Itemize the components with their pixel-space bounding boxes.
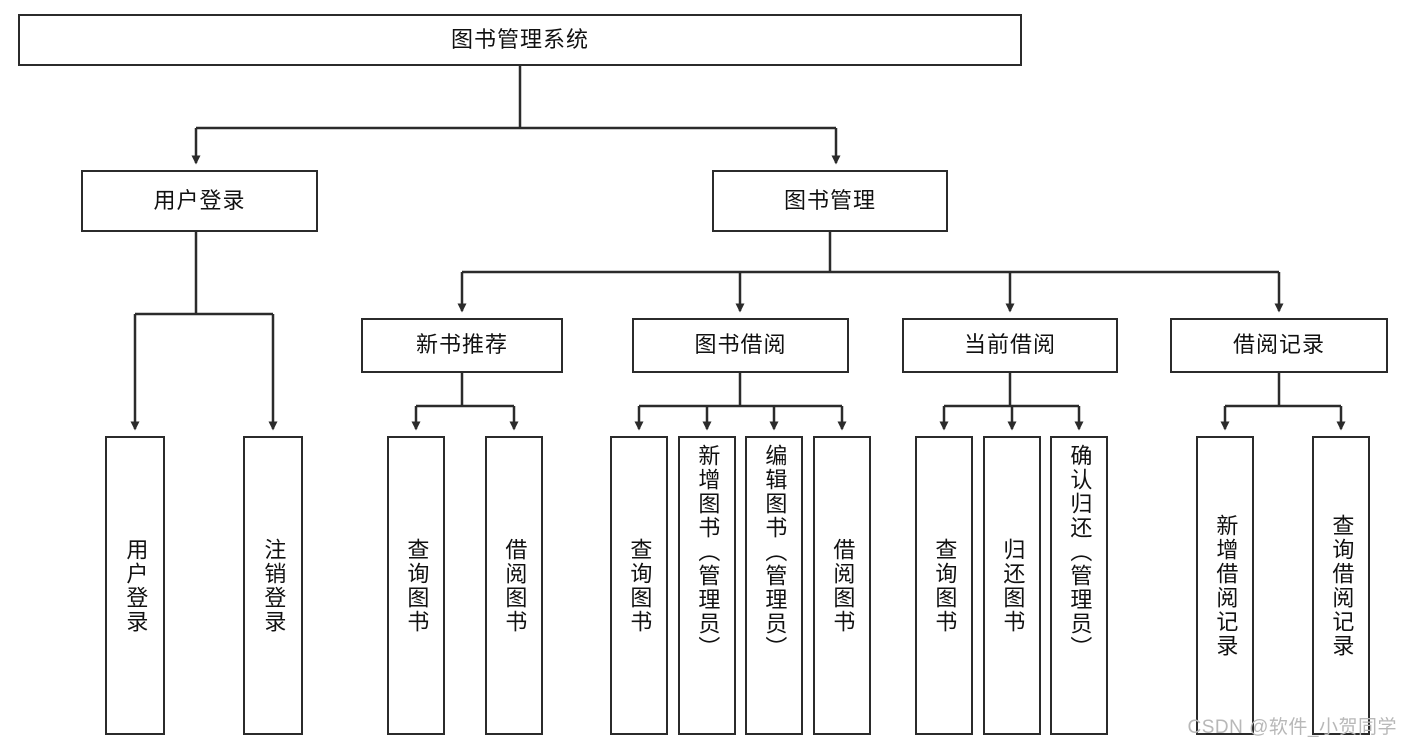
node-root[interactable]: 图书管理系统 [18, 14, 1022, 66]
node-leaf-borrow-book-2-label: 借阅图书 [830, 537, 856, 634]
connector-borrow-records-to-leaves [1220, 373, 1346, 431]
node-leaf-query-book-1[interactable]: 查询图书 [387, 436, 445, 735]
connector-book-management-to-level3 [457, 232, 1284, 313]
connector-current-borrow-to-leaves [939, 373, 1084, 431]
node-leaf-add-record[interactable]: 新增借阅记录 [1196, 436, 1254, 735]
node-new-book-recommend[interactable]: 新书推荐 [361, 318, 563, 373]
node-borrow-records-label: 借阅记录 [1232, 332, 1325, 358]
node-leaf-borrow-book-1-label: 借阅图书 [502, 537, 528, 634]
node-current-borrow[interactable]: 当前借阅 [902, 318, 1118, 373]
node-current-borrow-label: 当前借阅 [963, 332, 1056, 358]
node-leaf-user-logout[interactable]: 注销登录 [243, 436, 303, 735]
node-leaf-borrow-book-2[interactable]: 借阅图书 [813, 436, 871, 735]
node-leaf-edit-book[interactable]: 编辑图书（管理员） [745, 436, 803, 735]
node-user-login[interactable]: 用户登录 [81, 170, 318, 232]
node-leaf-query-book-3-label: 查询图书 [932, 537, 958, 634]
connector-user-login-to-leaves [130, 232, 278, 431]
node-leaf-return-book-label: 归还图书 [1000, 537, 1026, 634]
node-leaf-query-book-1-label: 查询图书 [404, 537, 430, 634]
node-leaf-return-book[interactable]: 归还图书 [983, 436, 1041, 735]
node-leaf-add-book[interactable]: 新增图书（管理员） [678, 436, 736, 735]
node-leaf-query-book-3[interactable]: 查询图书 [915, 436, 973, 735]
node-leaf-query-book-2[interactable]: 查询图书 [610, 436, 668, 735]
connector-root-to-level2 [191, 66, 841, 165]
node-leaf-add-record-label: 新增借阅记录 [1213, 513, 1239, 658]
node-new-book-recommend-label: 新书推荐 [415, 332, 508, 358]
connector-book-borrow-to-leaves [634, 373, 847, 431]
node-leaf-user-logout-label: 注销登录 [261, 537, 287, 634]
node-book-borrow-label: 图书借阅 [694, 332, 787, 358]
node-book-management[interactable]: 图书管理 [712, 170, 948, 232]
node-borrow-records[interactable]: 借阅记录 [1170, 318, 1388, 373]
node-leaf-confirm-return-label: 确认归还（管理员） [1067, 444, 1093, 660]
node-leaf-add-book-label: 新增图书（管理员） [695, 444, 721, 660]
node-book-management-label: 图书管理 [783, 187, 876, 213]
node-leaf-query-record[interactable]: 查询借阅记录 [1312, 436, 1370, 735]
node-leaf-user-login-label: 用户登录 [123, 537, 149, 634]
node-leaf-query-book-2-label: 查询图书 [627, 537, 653, 634]
node-leaf-query-record-label: 查询借阅记录 [1329, 513, 1355, 658]
node-leaf-confirm-return[interactable]: 确认归还（管理员） [1050, 436, 1108, 735]
node-leaf-user-login[interactable]: 用户登录 [105, 436, 165, 735]
node-user-login-label: 用户登录 [153, 187, 246, 213]
node-root-label: 图书管理系统 [450, 26, 589, 52]
node-leaf-edit-book-label: 编辑图书（管理员） [762, 444, 788, 660]
connector-new-book-recommend-to-leaves [411, 373, 519, 431]
node-leaf-borrow-book-1[interactable]: 借阅图书 [485, 436, 543, 735]
node-book-borrow[interactable]: 图书借阅 [632, 318, 849, 373]
